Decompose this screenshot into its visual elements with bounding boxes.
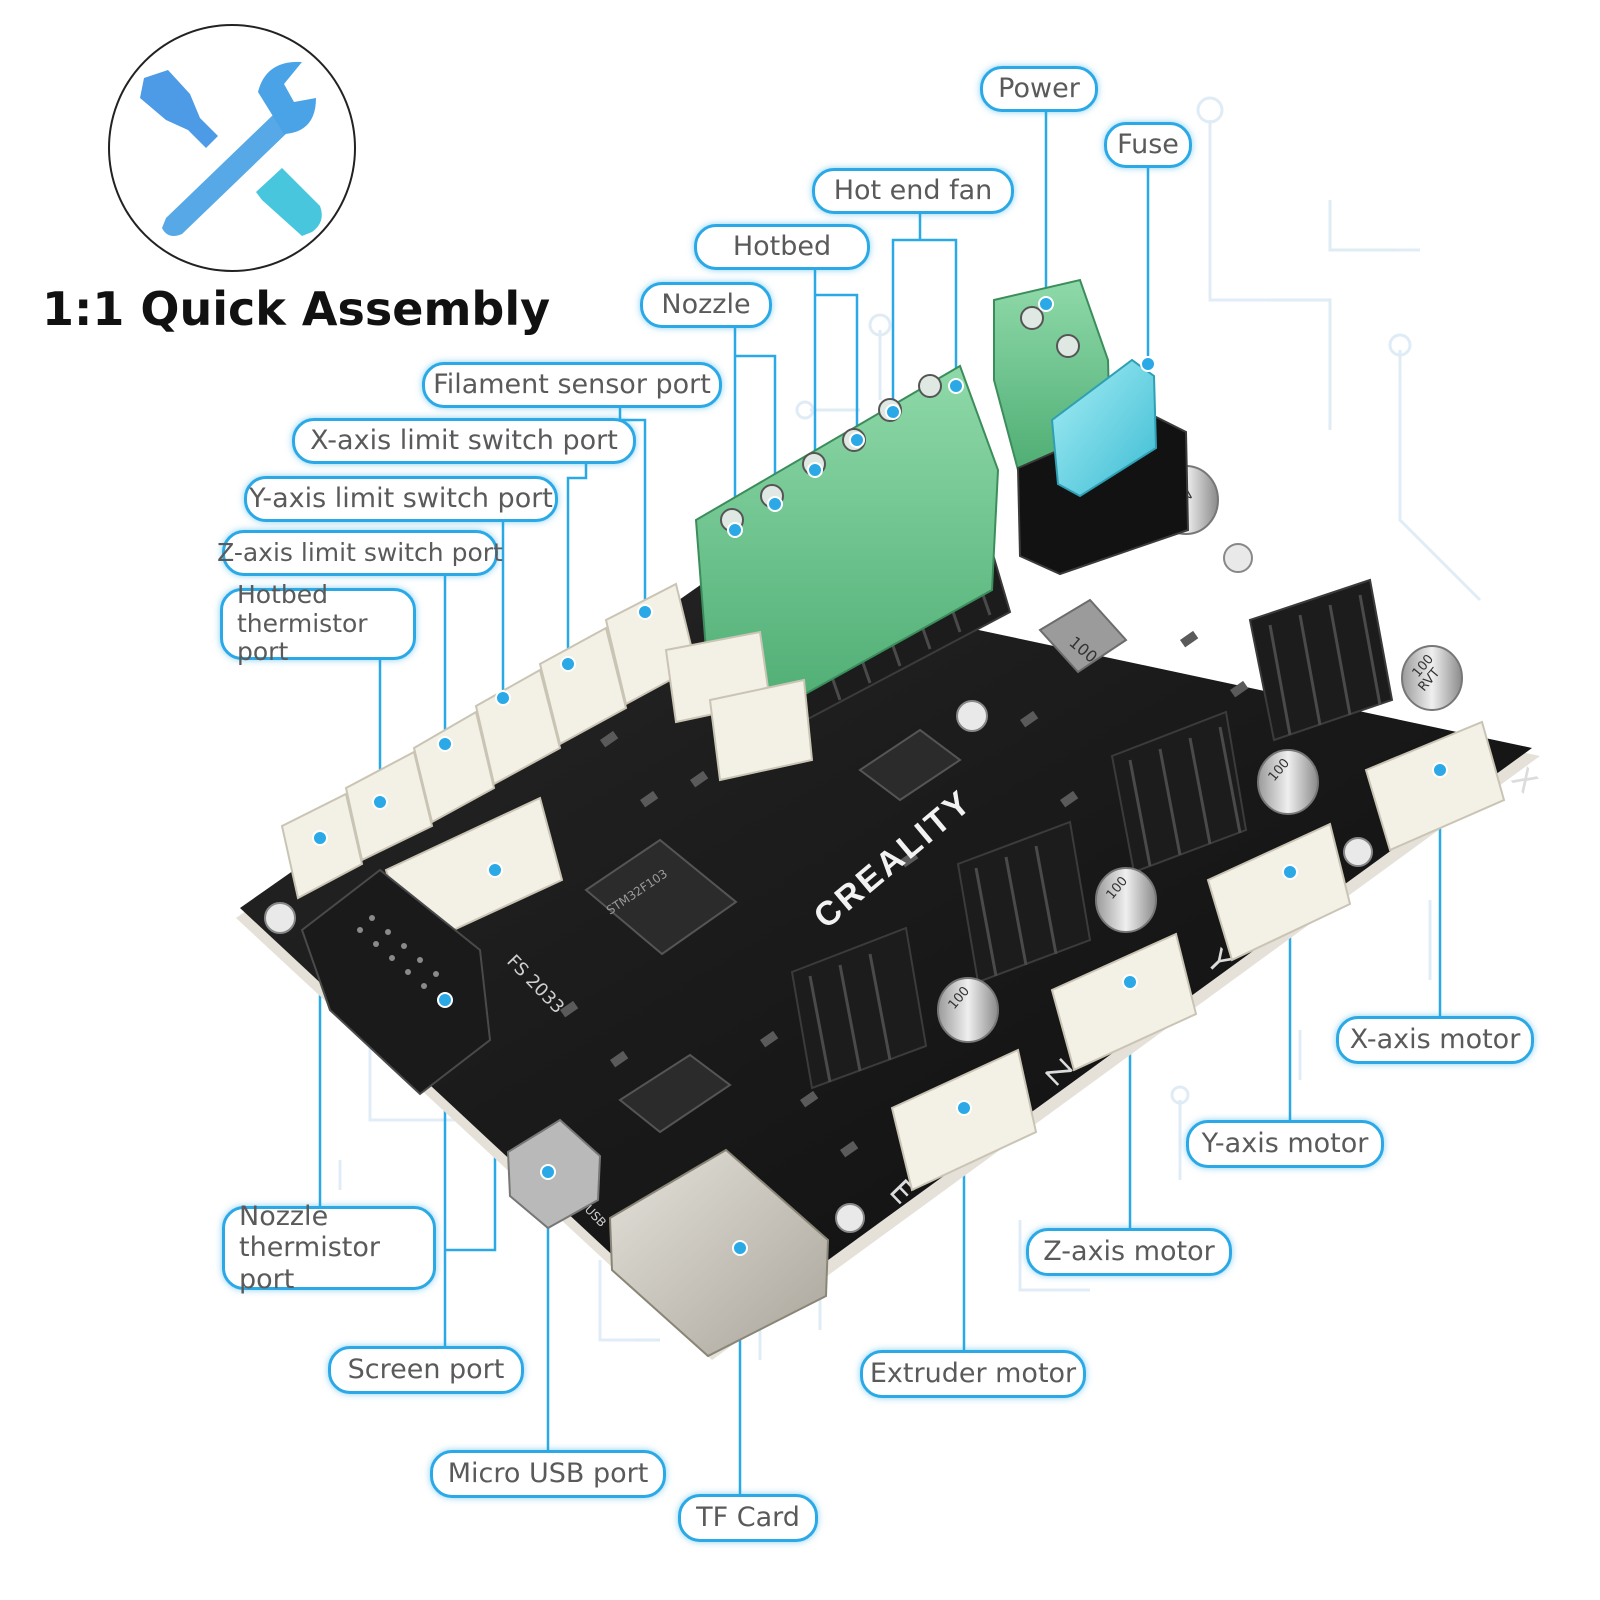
callout-hotbed: Hotbed [694,224,870,270]
anchor-dots [312,296,1448,1256]
callout-x-axis-motor: X-axis motor [1336,1016,1534,1064]
leader-hotbed [813,268,859,470]
callout-fuse: Fuse [1104,122,1192,168]
callout-micro-usb-port: Micro USB port [430,1450,666,1498]
leader-hot-end-fan [891,212,958,412]
callout-y-axis-motor: Y-axis motor [1186,1120,1384,1168]
callout-hotbed-thermistor-port: Hotbed thermistor port [220,580,416,666]
callout-nozzle-thermistor-port: Nozzle thermistor port [222,1201,436,1295]
page-title: 1:1 Quick Assembly [42,282,551,336]
callout-x-axis-limit-switch-port: X-axis limit switch port [292,418,636,464]
wrench-screwdriver-icon [108,24,356,272]
circuit-board: STM32F103 100 CREALITY FS 2033 USB X Y Z… [236,278,1544,1360]
screen-port-header [300,868,492,1096]
callout-hot-end-fan: Hot end fan [812,168,1014,214]
heater-terminal-block [694,364,1000,710]
brand-logo [106,22,358,274]
inductor [1038,598,1128,674]
callout-z-axis-limit-switch-port: Z-axis limit switch port [217,530,503,576]
callout-y-axis-limit-switch-port: Y-axis limit switch port [244,476,558,522]
leader-filament-sensor [618,408,647,612]
fuse [1050,358,1158,498]
capacitors [937,465,1463,1043]
tf-card-slot [608,1148,830,1358]
callout-power: Power [980,66,1098,112]
mcu-chip [584,838,738,956]
leader-x-limit [566,462,588,664]
callout-filament-sensor-port: Filament sensor port [422,362,722,408]
callout-nozzle: Nozzle [640,282,772,328]
callout-extruder-motor: Extruder motor [860,1350,1086,1398]
motor-connectors [890,720,1506,1192]
callout-tf-card: TF Card [678,1494,818,1542]
callout-screen-port: Screen port [328,1346,524,1394]
callout-z-axis-motor: Z-axis motor [1026,1228,1232,1276]
